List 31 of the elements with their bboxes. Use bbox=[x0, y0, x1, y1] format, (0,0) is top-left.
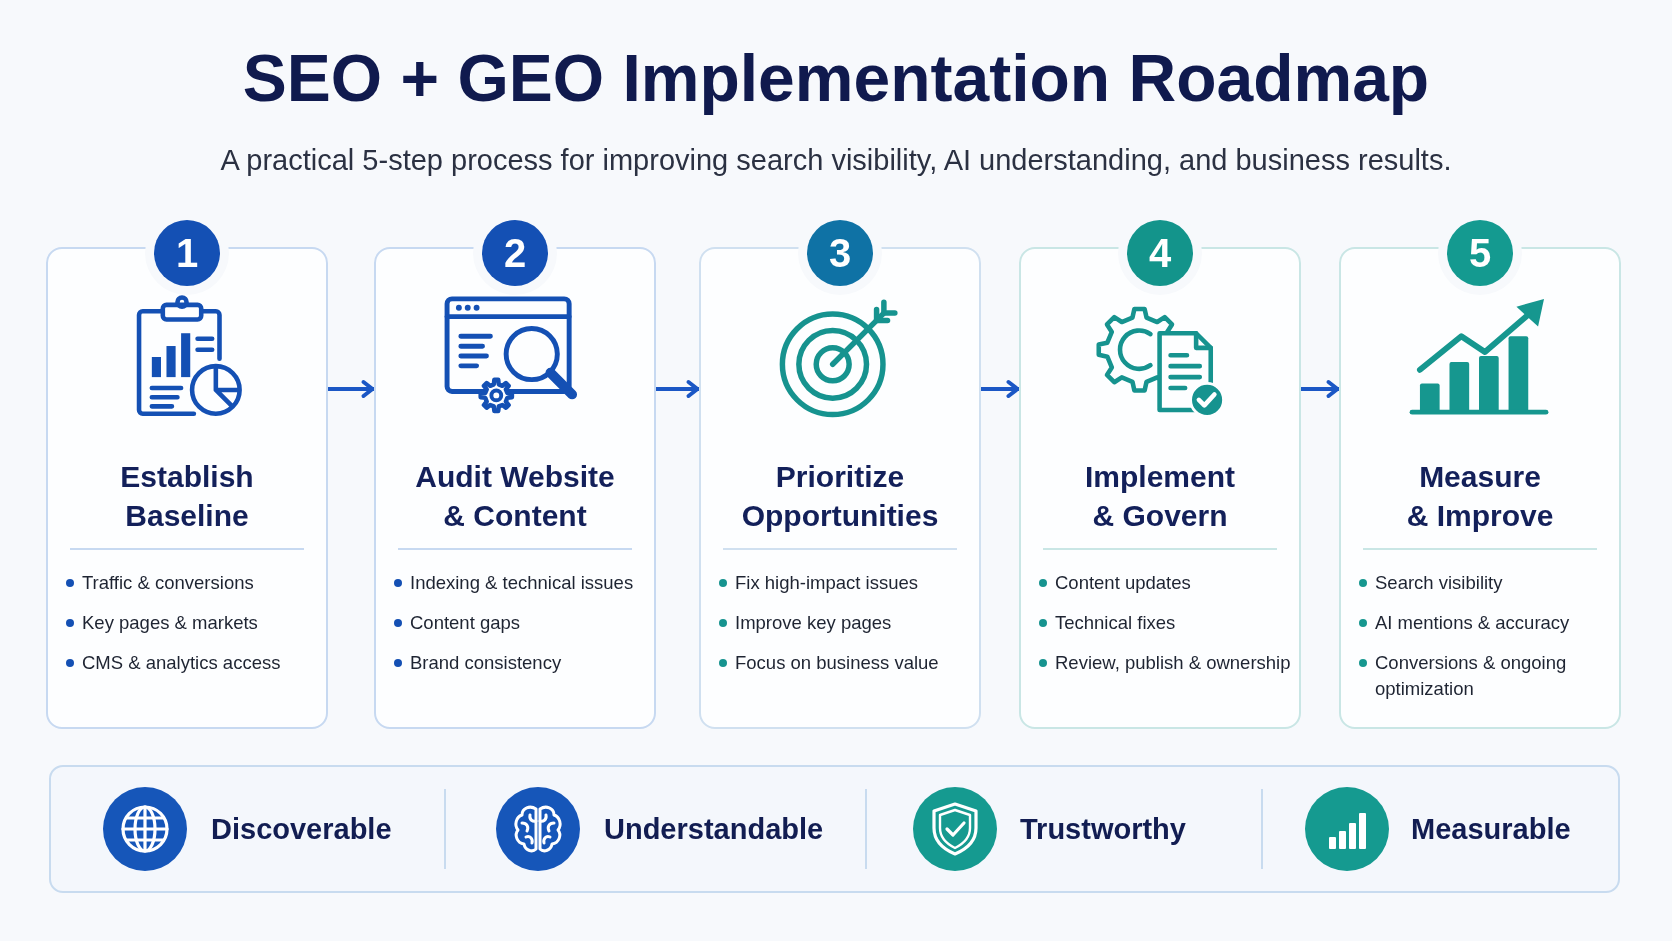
step-title: Implement & Govern bbox=[1084, 459, 1236, 534]
bullet-text: Improve key pages bbox=[735, 611, 893, 635]
step-title: Prioritize Opportunities bbox=[741, 459, 939, 534]
bullet-text: Focus on business value bbox=[735, 651, 940, 675]
bullet-text: CMS & analytics access bbox=[82, 651, 282, 675]
arrow bbox=[656, 380, 700, 398]
bullet-text: Review, publish & ownership bbox=[1055, 651, 1292, 675]
bullet-text: Traffic & conversions bbox=[82, 571, 255, 595]
pillar-label: Understandable bbox=[604, 812, 824, 847]
bullet-text: Brand consistency bbox=[410, 651, 563, 675]
arrow bbox=[1301, 380, 1340, 398]
bullet-text: Search visibility bbox=[1375, 571, 1504, 595]
arrow bbox=[981, 380, 1020, 398]
pillar-panel bbox=[49, 765, 1620, 893]
bullet-text: Technical fixes bbox=[1055, 611, 1177, 635]
pillar-label: Trustworthy bbox=[1020, 812, 1186, 847]
bullet-text: Content gaps bbox=[410, 611, 522, 635]
step-title: Measure & Improve bbox=[1406, 459, 1554, 534]
arrow bbox=[328, 380, 375, 398]
pillar-label: Measurable bbox=[1411, 812, 1571, 847]
bullet-text: Fix high-impact issues bbox=[735, 571, 919, 595]
step-title: Audit Website & Content bbox=[414, 459, 616, 534]
pillar-label: Discoverable bbox=[211, 812, 392, 847]
subtitle: A practical 5-step process for improving search visibility, AI understanding, and business results. bbox=[220, 143, 1452, 178]
bullet-text: Key pages & markets bbox=[82, 611, 259, 635]
bullet-text: Content updates bbox=[1055, 571, 1192, 595]
bullet-text: Conversions & ongoing optimization bbox=[1375, 651, 1568, 701]
step-title: Establish Baseline bbox=[119, 459, 255, 534]
bullet-text: Indexing & technical issues bbox=[410, 571, 635, 595]
bullet-text: AI mentions & accuracy bbox=[1375, 611, 1571, 635]
title: SEO + GEO Implementation Roadmap bbox=[242, 40, 1430, 117]
